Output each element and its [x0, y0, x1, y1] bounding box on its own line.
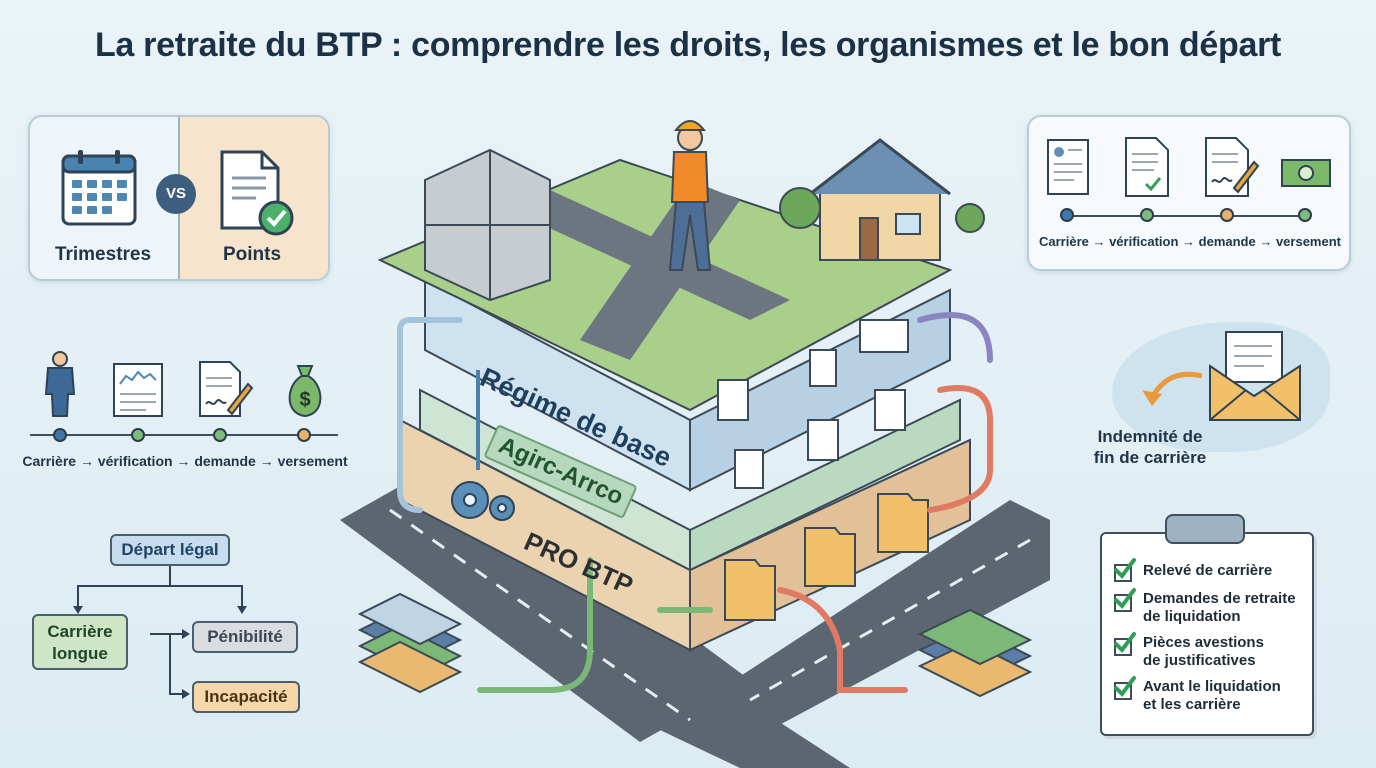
clipboard-clip	[1165, 514, 1245, 544]
timeline-right-line	[1062, 215, 1310, 217]
timeline-left-dot-1	[53, 428, 67, 442]
gear-icons	[451, 481, 515, 521]
signed-form-icon	[199, 361, 254, 417]
timeline-right-dot-4	[1298, 208, 1312, 222]
incapacite-box: Incapacité	[192, 681, 300, 713]
red-arrow	[927, 385, 993, 513]
timeline-left-caption: Carrière → vérification → demande → vers…	[22, 453, 348, 469]
comparison-card	[28, 115, 330, 281]
banknote-icon	[1281, 159, 1331, 187]
statement-chart-icon	[113, 363, 163, 417]
carriere-longue-box: Carrière longue	[32, 614, 128, 670]
house	[809, 138, 951, 261]
document-icons	[717, 319, 909, 489]
timeline-left-line	[30, 434, 338, 436]
blue-pipe-arrow	[397, 317, 463, 513]
green-arrow-down	[477, 557, 593, 693]
red-arrow-down	[777, 587, 908, 693]
checklist-item-2: Demandes de retraite de liquidation	[1143, 590, 1296, 625]
vs-badge: VS	[156, 174, 196, 214]
svg-text:$: $	[299, 389, 310, 411]
flow-connectors	[73, 566, 247, 699]
road-network	[340, 458, 1050, 768]
timeline-right-dot-2	[1140, 208, 1154, 222]
folder-icons	[724, 493, 929, 621]
depart-legal-box: Départ légal	[110, 534, 230, 566]
money-bag-icon: $	[288, 365, 322, 418]
timeline-right-caption: Carrière → vérification → demande → vers…	[1038, 234, 1341, 249]
timeline-left-dot-2	[131, 428, 145, 442]
indemnite-label: Indemnité de fin de carrière	[1070, 426, 1230, 468]
penibilite-box: Pénibilité	[192, 621, 298, 653]
timeline-right-dot-1	[1060, 208, 1074, 222]
stack-right	[917, 608, 1033, 698]
purple-arrow	[917, 312, 993, 363]
indemnite-line-2: fin de carrière	[1093, 448, 1207, 467]
central-illustration	[340, 120, 1050, 768]
contract-icon	[1047, 139, 1089, 195]
checklist-item-4: Avant le liquidation et les carrière	[1143, 678, 1281, 713]
timeline-left-dot-4	[297, 428, 311, 442]
checklist-item-1: Relevé de carrière	[1143, 562, 1273, 579]
checklist-item-3: Pièces avestions de justificatives	[1143, 634, 1264, 669]
worker-icon	[44, 351, 76, 417]
calendar-icon	[61, 150, 137, 226]
indemnite-line-1: Indemnité de	[1097, 427, 1203, 446]
trimestres-label: Trimestres	[54, 244, 152, 265]
stack-left	[357, 592, 463, 694]
envelope-icon	[1209, 331, 1301, 421]
building-frame	[424, 148, 551, 302]
construction-worker	[668, 120, 712, 271]
timeline-left-dot-3	[213, 428, 227, 442]
points-label: Points	[222, 244, 282, 265]
signature-pen-icon	[1205, 137, 1260, 197]
page-title: La retraite du BTP : comprendre les droi…	[94, 26, 1282, 64]
timeline-right-dot-3	[1220, 208, 1234, 222]
document-check-icon	[220, 150, 294, 236]
curved-arrow-icon	[1142, 371, 1203, 406]
checked-document-icon	[1125, 137, 1169, 197]
checkmarks	[1114, 558, 1136, 698]
